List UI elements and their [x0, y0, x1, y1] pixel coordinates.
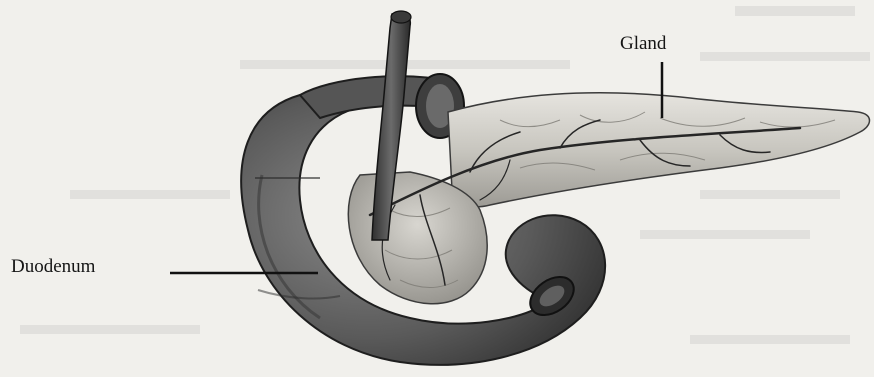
gland-label: Gland: [620, 34, 666, 53]
duodenum-label: Duodenum: [11, 257, 95, 276]
